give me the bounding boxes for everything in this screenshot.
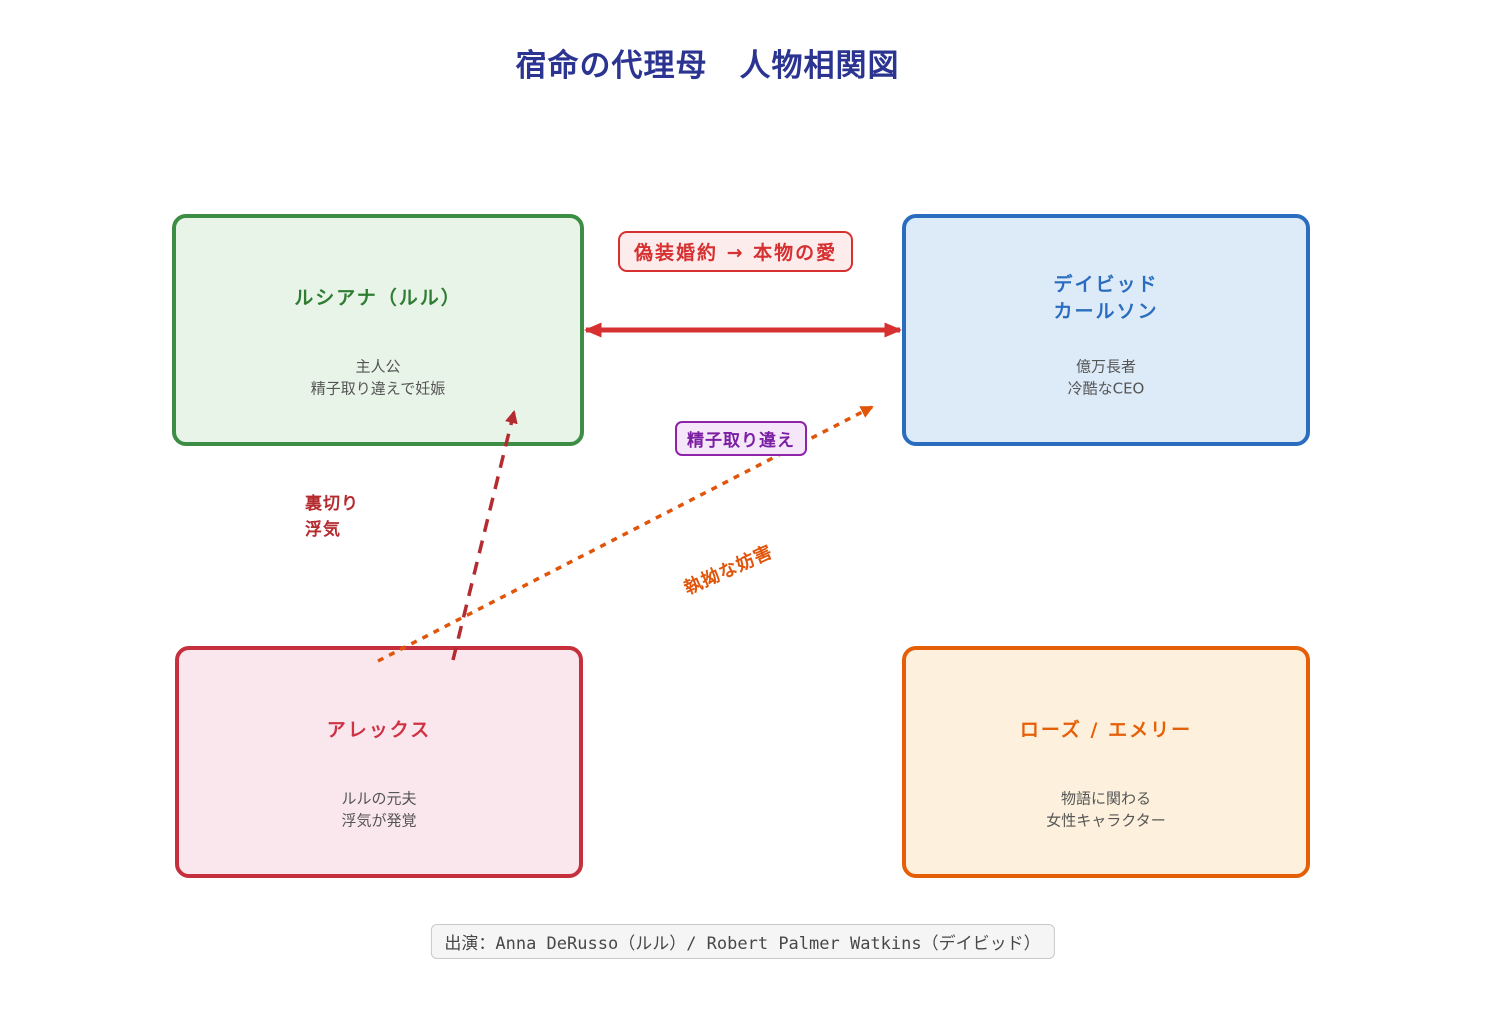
description-line: 億万長者 — [1075, 357, 1136, 376]
character-box-rose-emery: ローズ / エメリー 物語に関わる 女性キャラクター — [902, 646, 1310, 878]
page-title: 宿命の代理母 人物相関図 — [515, 48, 900, 84]
character-name: デイビッド カールソン — [906, 271, 1306, 326]
character-box-alex: アレックス ルルの元夫 浮気が発覚 — [175, 646, 583, 878]
description-line: 物語に関わる — [1060, 789, 1151, 808]
character-description: 億万長者 冷酷なCEO — [906, 356, 1306, 400]
edge-label-fake-engagement: 偽装婚約 → 本物の愛 — [618, 231, 854, 272]
character-description: 主人公 精子取り違えで妊娠 — [176, 356, 580, 400]
character-description: ルルの元夫 浮気が発覚 — [179, 788, 579, 832]
character-name: アレックス — [326, 718, 432, 741]
description-line: 主人公 — [355, 357, 401, 376]
description-line: 女性キャラクター — [1046, 811, 1166, 830]
character-name: ルシアナ（ルル） — [294, 286, 462, 309]
character-box-luciana: ルシアナ（ルル） 主人公 精子取り違えで妊娠 — [172, 214, 584, 446]
edge-label-sperm-mixup: 精子取り違え — [675, 421, 807, 456]
arrow-betrayal — [451, 410, 518, 661]
cast-caption: 出演：Anna DeRusso（ルル）/ Robert Palmer Watki… — [430, 924, 1055, 959]
description-line: 冷酷なCEO — [1067, 379, 1145, 398]
name-line: カールソン — [1053, 300, 1159, 323]
description-line: ルルの元夫 — [341, 789, 417, 808]
character-description: 物語に関わる 女性キャラクター — [906, 788, 1306, 832]
betrayal-line: 浮気 — [305, 520, 341, 541]
character-name: ローズ / エメリー — [1019, 718, 1193, 741]
edge-label-obstruction: 執拗な妨害 — [680, 541, 777, 600]
edge-label-betrayal: 裏切り 浮気 — [305, 491, 359, 544]
name-line: デイビッド — [1053, 273, 1159, 296]
character-box-david: デイビッド カールソン 億万長者 冷酷なCEO — [902, 214, 1310, 446]
description-line: 精子取り違えで妊娠 — [310, 379, 446, 398]
description-line: 浮気が発覚 — [341, 811, 417, 830]
betrayal-line: 裏切り — [305, 494, 359, 514]
